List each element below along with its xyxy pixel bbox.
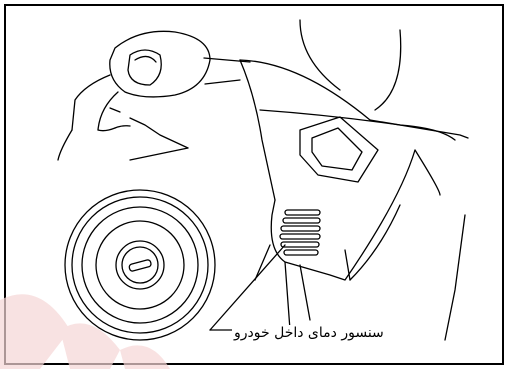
ignition-cylinder: [65, 190, 215, 340]
square-switch: [300, 117, 378, 182]
callout-leader: [210, 245, 285, 330]
sensor-callout-label: سنسور دمای داخل خودرو: [232, 325, 386, 341]
dash-panel: [130, 20, 468, 200]
lever-stalk: [58, 31, 250, 160]
temperature-sensor-grille: [280, 210, 320, 255]
